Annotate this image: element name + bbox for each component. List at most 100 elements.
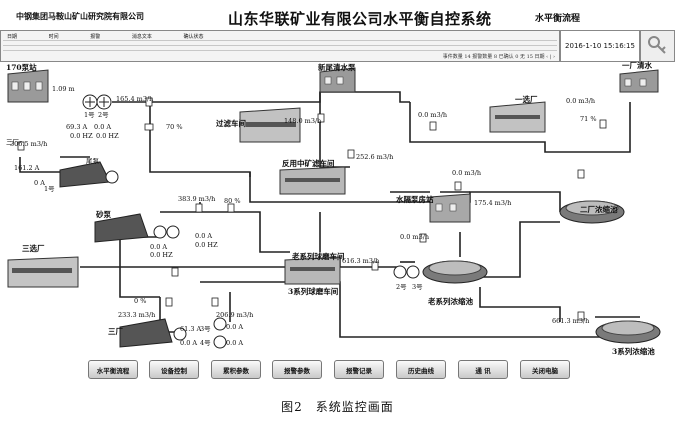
alarm-columns: 日期 时间 报警 消息文本 确认状态 [7,33,233,40]
row-divider [3,45,557,46]
col-text: 消息文本 [131,34,152,40]
current-reading: 0.0 A [150,243,168,251]
building-new-ball [284,256,341,285]
label-reuse: 反用中矿滤车间 [282,159,335,168]
nav-button-alarm-records[interactable]: 报警记录 [334,360,384,379]
thickener-3 [595,320,661,344]
pipe [160,211,290,253]
pipe [200,281,600,338]
row-divider [3,40,557,41]
current-reading: 61.3 A [180,325,202,333]
flow-screen-label: 水平衡流程 [535,14,581,24]
pump-id: 1号 [44,185,55,193]
building-mix [429,193,471,223]
valve-icon [195,203,203,213]
valve-percent: 80 % [224,197,241,205]
pipe [455,221,560,278]
valve-icon [577,311,585,321]
building-sel1 [489,101,546,133]
nav-button-history[interactable]: 历史曲线 [396,360,446,379]
label-thickener-3: 3系列浓缩池 [612,347,655,356]
figure-caption: 图2 系统监控画面 [281,400,394,414]
valve-percent: 0 % [134,297,147,305]
page-title: 山东华联矿业有限公司水平衡自控系统 [228,10,492,28]
thickener-old [422,260,488,284]
company-name: 中钢集团马鞍山矿山研究院有限公司 [16,11,144,21]
flow-reading: 383.9 m3/h [178,195,216,203]
pipe [112,101,561,212]
valve-icon [171,267,179,277]
valve-percent: 70 % [166,123,183,131]
current-reading: 0.0 A [180,339,198,347]
col-time: 时间 [48,34,59,40]
valve-icon [317,113,325,123]
valve-icon [17,141,25,151]
label-clear-1: 一厂清水 [622,61,652,70]
freq-reading: 0.0 HZ [195,241,218,249]
flow-reading: 0.0 m3/h [452,169,482,177]
nav-button-device-control[interactable]: 设备控制 [149,360,199,379]
pump-id: 1号 [84,111,95,119]
pump-id: 3号 [412,283,423,291]
alarm-message-bar[interactable]: 日期 时间 报警 消息文本 确认状态 事件数量 14 报警数量 8 已确认 0 … [0,30,560,62]
nav-button-comm[interactable]: 通 讯 [458,360,508,379]
pump-id: 3号 [200,325,211,333]
building-reuse [279,166,346,195]
pipe [19,157,60,173]
pipe [150,91,410,103]
pump-sand [94,213,180,243]
header-bar: 中钢集团马鞍山矿山研究院有限公司 山东华联矿业有限公司水平衡自控系统 水平衡流程 [0,0,675,30]
pump-tail [59,161,119,188]
valve-icon [165,297,173,307]
label-plant-3: 三选厂 [22,244,45,253]
valve-icon [371,261,379,271]
current-reading: 69.3 A [66,123,88,131]
freq-reading: 0.0 HZ [70,132,93,140]
label-thickener-old: 老系列浓缩池 [428,297,473,306]
nav-button-water-flow[interactable]: 水平衡流程 [88,360,138,379]
label-thickener-2: 二厂浓缩池 [580,205,618,214]
flow-reading: 175.4 m3/h [474,199,512,207]
label-plant-1: 一选厂 [515,95,538,104]
building-170 [7,69,49,103]
flow-reading: 616.3 m3/h [342,257,380,265]
label-filter: 过滤车间 [216,119,246,128]
login-key-button[interactable] [640,30,675,62]
source-label: 三厂 [6,138,19,146]
nav-button-shutdown[interactable]: 关闭电脑 [520,360,570,379]
valve-icon [227,203,235,213]
valve-icon [211,297,219,307]
label-plant-3-pump: 三厂 [108,327,123,336]
building-filter [239,107,301,143]
current-reading: 0 A [34,179,45,187]
label-mix-pump: 水隔泵房站 [396,195,434,204]
pipe [409,102,631,153]
building-plant-3 [7,256,79,288]
valve-icon [577,169,585,179]
flow-reading: 306.5 m3/h [10,140,48,148]
flow-reading: 165.4 m3/h [116,95,154,103]
valve-icon [429,121,437,131]
level-reading: 1.09 m [52,85,75,93]
label-ball-old: 老系列球磨车间 [292,252,345,261]
flow-reading: 0.0 m3/h [418,111,448,119]
key-icon [648,36,666,54]
col-alarm: 报警 [90,34,101,40]
valve-icon [347,149,355,159]
pump-ball [393,265,420,279]
freq-reading: 0.0 HZ [150,251,173,259]
pipe [319,92,350,168]
freq-reading: 0.0 HZ [96,132,119,140]
label-ball-new: 3系列球磨车间 [288,287,339,296]
pump-id: 2号 [396,283,407,291]
label-tail-pump: 尾泵 [86,157,99,165]
pipe [119,232,160,298]
nav-button-cumulative[interactable]: 累积参数 [211,360,261,379]
valve-icon [419,233,427,243]
flow-reading: 0.0 m3/h [566,97,596,105]
pump-new [119,317,227,349]
building-plant-1-water [619,69,659,93]
thickener-2 [559,200,625,224]
label-sand-pump: 砂泵 [96,210,111,219]
nav-button-alarm-params[interactable]: 报警参数 [272,360,322,379]
